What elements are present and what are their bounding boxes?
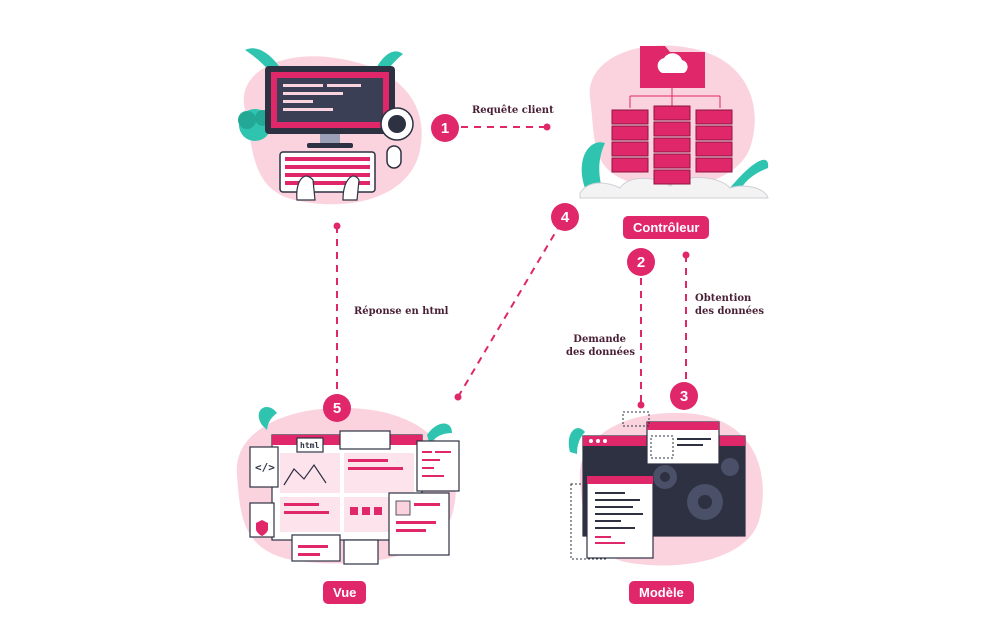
model-illustration [568, 411, 763, 566]
plant-icon [581, 142, 769, 193]
model-label: Modèle [629, 581, 694, 604]
coffee-cup-icon [380, 107, 414, 141]
desktop-computer-icon [265, 66, 395, 148]
edge-label-data-retrieval: Obtention des données [695, 293, 765, 317]
server-rack-icon [611, 105, 733, 185]
avatar-icon [395, 500, 411, 516]
view-illustration: </> html [236, 406, 460, 565]
cloud-folder-icon [640, 46, 705, 88]
edge-label-html-response: Réponse en html [354, 306, 449, 317]
edge-view-to-controller [457, 227, 559, 398]
step-badge-3: 3 [670, 382, 698, 410]
document-icon [249, 430, 460, 565]
step-badge-4: 4 [551, 203, 579, 231]
client-illustration [238, 48, 422, 205]
step-badge-5: 5 [323, 394, 351, 422]
edge-label-data-request: Demande des données [566, 334, 636, 358]
mouse-icon [386, 145, 402, 169]
step-badge-1: 1 [431, 114, 459, 142]
keyboard-icon [279, 151, 376, 201]
shield-icon [256, 520, 268, 536]
html-tag-text: html [300, 441, 319, 450]
step-badge-2: 2 [627, 248, 655, 276]
view-label: Vue [323, 581, 367, 604]
code-icon: </> [255, 461, 275, 474]
document-icon [586, 475, 654, 559]
controller-illustration [579, 45, 769, 199]
edge-label-client-request: Requête client [472, 105, 554, 116]
controller-label: Contrôleur [623, 216, 710, 239]
line-chart-icon [283, 463, 327, 486]
